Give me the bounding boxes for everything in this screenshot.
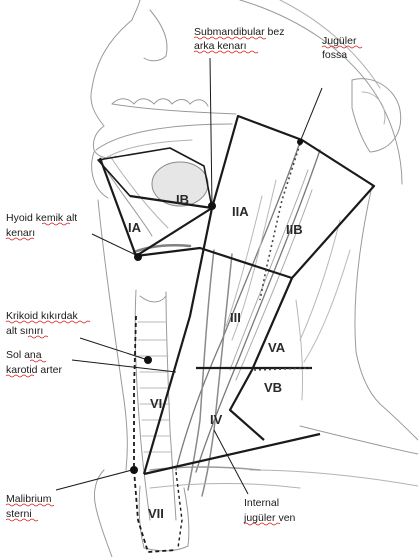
svg-text:Sol ana: Sol ana <box>6 349 42 361</box>
va-vb-dotted <box>253 367 311 371</box>
level-ia-outline <box>98 157 214 258</box>
svg-text:Submandibular bez: Submandibular bez <box>194 26 284 38</box>
carotid-callout: Sol ana karotid arter <box>5 349 63 378</box>
level-iv-bottom <box>143 432 321 476</box>
level-vii-dashed <box>175 471 183 549</box>
svg-text:Internal: Internal <box>244 497 279 509</box>
svg-text:fossa: fossa <box>322 49 347 61</box>
jugular-fossa-callout: Jugüler fossa <box>321 35 363 61</box>
level-iii-right <box>250 277 294 371</box>
level-iii-outline <box>142 207 214 475</box>
cricoid-callout: Krikoid kıkırdak alt sınırı <box>5 310 91 339</box>
level-ii-outline <box>210 114 376 279</box>
svg-text:Hyoid kemik alt: Hyoid kemik alt <box>6 212 77 224</box>
jugular-fossa-dot <box>297 139 303 145</box>
jugular-fossa-leader <box>299 87 323 143</box>
hyoid-callout: Hyoid kemik alt kenarı <box>5 212 77 241</box>
submandibular-leader <box>209 57 213 207</box>
level-vii-label: VII <box>148 506 164 521</box>
svg-text:arka kenarı: arka kenarı <box>194 40 247 52</box>
spinal-accessory-dotted <box>259 143 301 301</box>
svg-text:sterni: sterni <box>6 508 32 520</box>
cricoid-leader <box>79 337 149 361</box>
region-labels: IB IA IIA IIB III VA VB IV VI VII <box>128 192 303 521</box>
leader-lines <box>55 57 323 495</box>
malibrium-leader <box>55 469 133 491</box>
hyoid-line <box>135 246 293 280</box>
svg-text:jugüler ven: jugüler ven <box>243 512 296 524</box>
svg-text:kenarı: kenarı <box>6 227 35 239</box>
internal-jugular-leader <box>213 429 249 495</box>
level-vi-label: VI <box>150 396 162 411</box>
level-iia-label: IIA <box>232 204 249 219</box>
level-vb-outline <box>228 369 265 441</box>
callout-labels: Submandibular bez arka kenarı Jugüler fo… <box>5 26 363 526</box>
landmark-dots <box>130 139 303 474</box>
carotid-leader <box>71 359 177 373</box>
svg-text:Jugüler: Jugüler <box>322 35 357 47</box>
svg-text:alt sınırı: alt sınırı <box>6 325 43 337</box>
malibrium-callout: Malibrium sterni <box>5 493 55 522</box>
cricoid-dot <box>144 356 152 364</box>
svg-text:karotid arter: karotid arter <box>6 364 63 376</box>
level-ib-outline <box>97 147 213 209</box>
level-iv-label: IV <box>210 412 223 427</box>
level-ib-label: IB <box>176 192 189 207</box>
malibrium-dot <box>130 466 138 474</box>
level-iib-label: IIB <box>286 222 303 237</box>
level-va-label: VA <box>268 340 286 355</box>
level-iii-label: III <box>230 310 241 325</box>
level-vb-label: VB <box>264 380 282 395</box>
anatomy-illustration <box>90 0 418 557</box>
hyoid-leader <box>91 233 139 257</box>
submandibular-dot <box>208 202 216 210</box>
svg-text:Malibrium: Malibrium <box>6 493 52 505</box>
internal-jugular-callout: Internal jugüler ven <box>243 497 296 526</box>
svg-text:Krikoid kıkırdak: Krikoid kıkırdak <box>6 310 79 322</box>
level-ia-label: IA <box>128 220 142 235</box>
dashed-lines <box>133 143 311 553</box>
hyoid-dot <box>134 253 142 261</box>
submandibular-callout: Submandibular bez arka kenarı <box>193 26 284 54</box>
